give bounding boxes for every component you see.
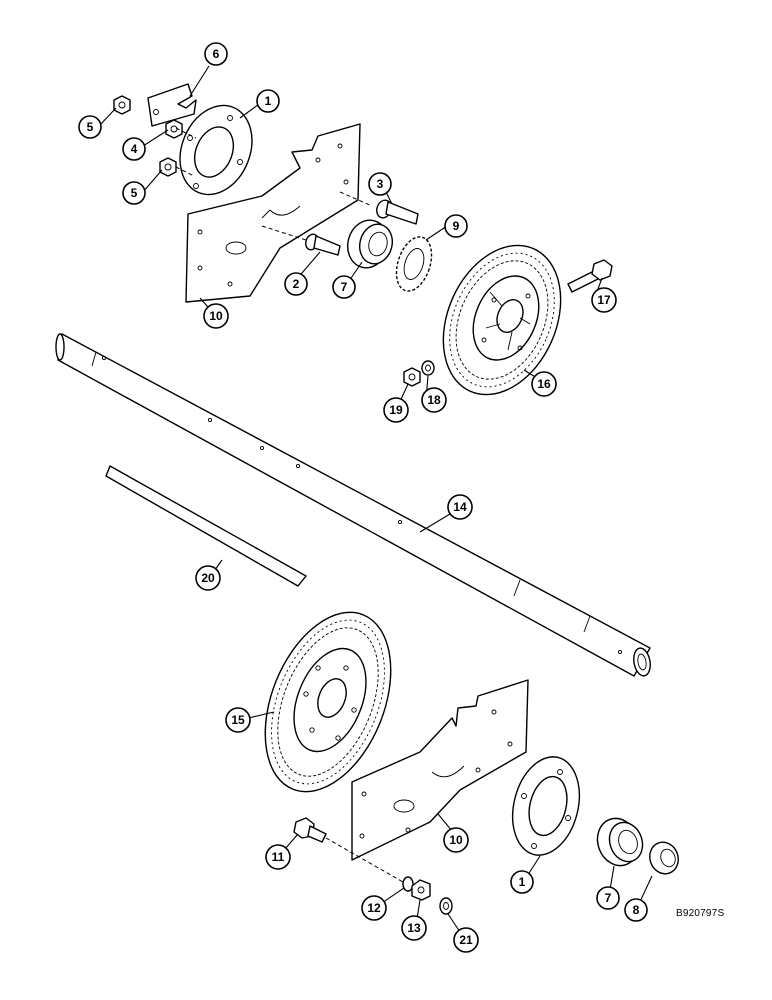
svg-text:2: 2 (293, 277, 300, 291)
washer-12 (402, 876, 414, 892)
callout-17: 17 (591, 287, 617, 313)
lower-mounting-plate (351, 679, 529, 861)
bearing-upper (347, 219, 393, 269)
callout-2: 2 (284, 272, 308, 296)
sprocket (395, 236, 433, 292)
svg-text:21: 21 (459, 933, 473, 947)
flange-bearing-lower (511, 756, 581, 856)
callout-5: 5 (122, 181, 146, 205)
svg-text:8: 8 (633, 903, 640, 917)
svg-text:7: 7 (605, 891, 612, 905)
svg-text:20: 20 (201, 571, 215, 585)
svg-text:16: 16 (537, 377, 551, 391)
svg-text:12: 12 (367, 901, 381, 915)
callout-1: 1 (510, 870, 534, 894)
callout-7: 7 (332, 275, 356, 299)
nut-13 (411, 879, 431, 901)
nut-upper-b (165, 119, 183, 139)
main-shaft (55, 333, 651, 677)
toothed-disc-lower (264, 611, 392, 793)
nut-19 (403, 367, 421, 387)
callout-5: 5 (78, 115, 102, 139)
bearing-lower (596, 817, 644, 867)
callout-19: 19 (383, 397, 409, 423)
callout-11: 11 (265, 844, 291, 870)
svg-text:3: 3 (377, 177, 384, 191)
nut-upper-c (159, 157, 177, 177)
leader-lines (98, 65, 653, 939)
toothed-disc-upper (442, 244, 562, 396)
svg-text:10: 10 (449, 833, 463, 847)
callout-16: 16 (531, 371, 557, 397)
washer-18 (421, 360, 435, 376)
callout-20: 20 (195, 565, 221, 591)
bracket (147, 83, 197, 127)
reference-code: B920797S (676, 908, 725, 919)
locknut-21 (439, 897, 453, 915)
svg-text:15: 15 (231, 713, 245, 727)
svg-text:6: 6 (213, 47, 220, 61)
svg-text:7: 7 (341, 280, 348, 294)
callout-6: 6 (204, 42, 228, 66)
svg-text:5: 5 (87, 120, 94, 134)
svg-text:11: 11 (272, 850, 285, 864)
callout-9: 9 (444, 214, 468, 238)
callout-7: 7 (596, 886, 620, 910)
callout-12: 12 (361, 895, 387, 921)
svg-text:9: 9 (453, 219, 460, 233)
svg-text:14: 14 (453, 500, 467, 514)
flange-bearing-upper (179, 104, 253, 196)
nut-upper-a (113, 95, 131, 115)
callout-4: 4 (122, 137, 146, 161)
callout-14: 14 (447, 494, 473, 520)
bolt-upper-3 (376, 199, 419, 225)
callout-18: 18 (421, 387, 447, 413)
svg-text:1: 1 (265, 94, 272, 108)
svg-text:4: 4 (131, 142, 138, 156)
callout-10: 10 (443, 827, 469, 853)
callout-1: 1 (256, 89, 280, 113)
callout-10: 10 (203, 303, 229, 329)
callout-3: 3 (368, 172, 392, 196)
svg-text:1: 1 (519, 875, 526, 889)
collar-8 (649, 841, 679, 875)
svg-text:19: 19 (389, 403, 403, 417)
callout-15: 15 (225, 707, 251, 733)
svg-text:5: 5 (131, 186, 138, 200)
svg-text:17: 17 (597, 293, 611, 307)
strip-20 (105, 465, 307, 587)
bolt-upper-2 (305, 233, 341, 256)
svg-text:13: 13 (407, 921, 421, 935)
bolt-11 (293, 817, 327, 843)
callout-21: 21 (453, 927, 479, 953)
svg-text:18: 18 (427, 393, 441, 407)
svg-text:10: 10 (209, 309, 223, 323)
bolt-17 (567, 259, 613, 293)
upper-mounting-plate (185, 123, 361, 303)
callout-8: 8 (624, 898, 648, 922)
callout-13: 13 (401, 915, 427, 941)
